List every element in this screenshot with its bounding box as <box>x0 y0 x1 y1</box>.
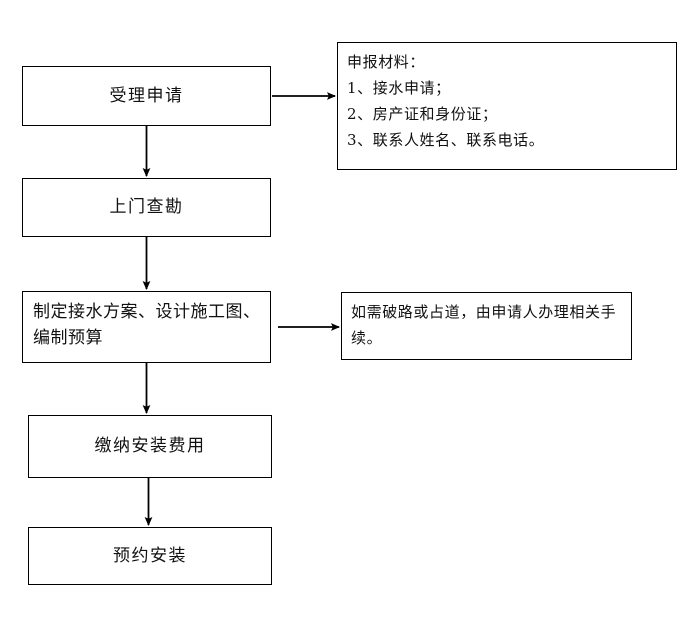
process-node-design-plan[interactable]: 制定接水方案、设计施工图、编制预算 <box>22 291 271 363</box>
process-node-site-survey[interactable]: 上门查勘 <box>22 178 271 237</box>
note-roadworks-permits: 如需破路或占道，由申请人办理相关手续。 <box>341 292 632 360</box>
process-node-schedule-installation[interactable]: 预约安装 <box>28 527 272 585</box>
note-required-materials: 申报材料： 1、接水申请； 2、房产证和身份证； 3、联系人姓名、联系电话。 <box>337 42 677 170</box>
process-node-pay-installation-fee[interactable]: 缴纳安装费用 <box>28 415 272 478</box>
process-node-accept-application[interactable]: 受理申请 <box>22 66 271 126</box>
